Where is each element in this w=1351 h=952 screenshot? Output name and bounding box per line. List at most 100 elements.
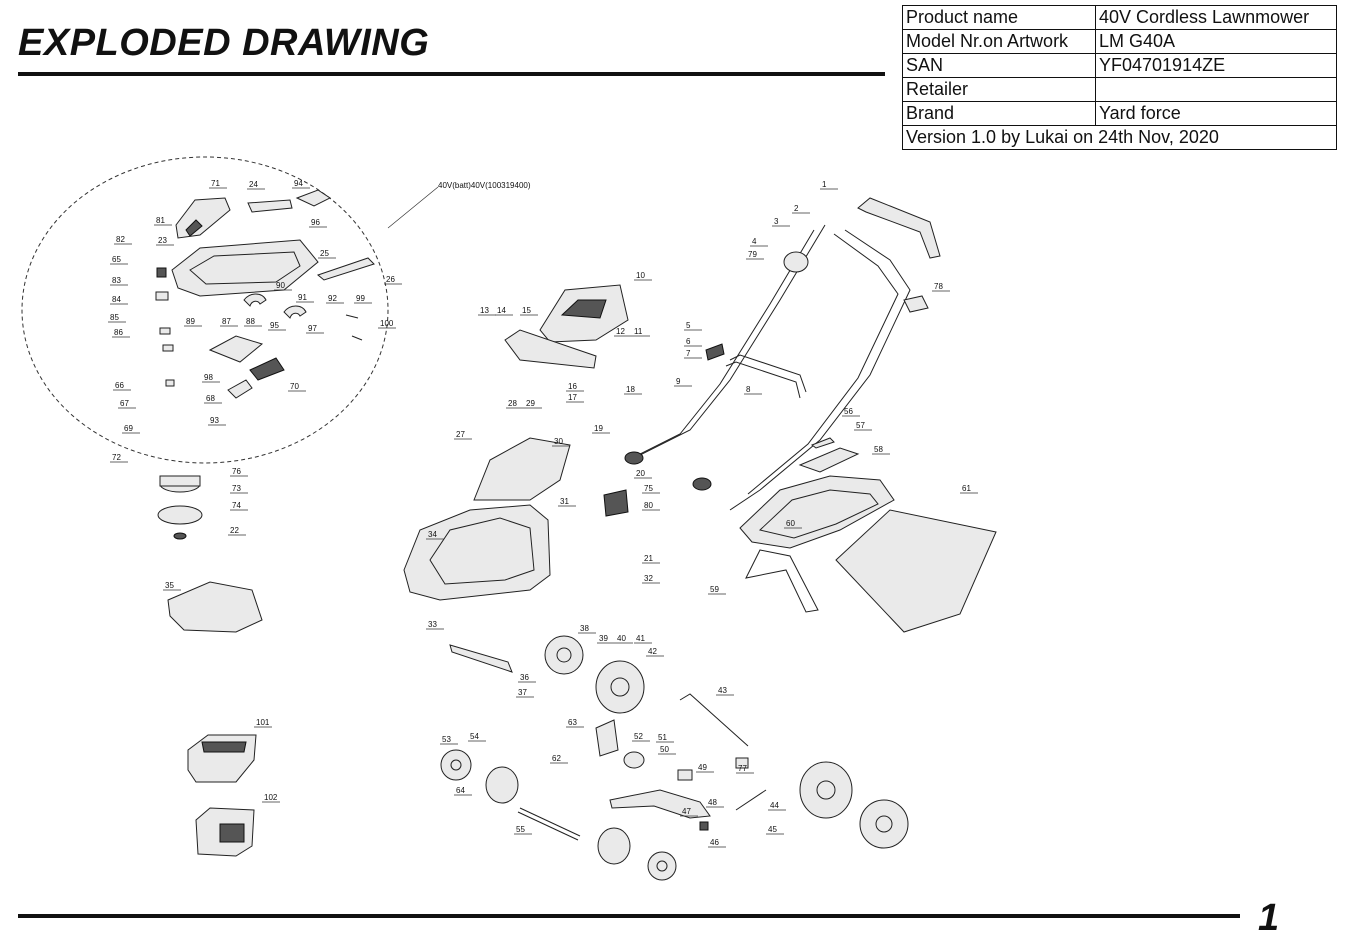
part-number-label: 34 (428, 530, 437, 539)
product-info-table: Product name 40V Cordless Lawnmower Mode… (902, 5, 1337, 150)
part-number-label: 93 (210, 416, 219, 425)
part-number-label: 46 (710, 838, 719, 847)
part-number-label: 96 (311, 218, 320, 227)
part-number-label: 48 (708, 798, 717, 807)
part-number-label: 85 (110, 313, 119, 322)
info-value: Yard force (1095, 101, 1337, 126)
part-number-label: 83 (112, 276, 121, 285)
grassbox-part (739, 437, 997, 633)
part-number-label: 19 (594, 424, 603, 433)
handle-part (624, 197, 941, 511)
info-key: Retailer (902, 77, 1096, 102)
part-number-label: 73 (232, 484, 241, 493)
part-number-label: 27 (456, 430, 465, 439)
info-key: Product name (902, 5, 1096, 30)
part-number-label: 95 (270, 321, 279, 330)
part-number-label: 11 (634, 327, 643, 336)
part-number-label: 32 (644, 574, 653, 583)
part-number-label: 101 (256, 718, 270, 727)
motor-cover-part (167, 581, 263, 633)
part-number-label: 71 (211, 179, 220, 188)
part-number-label: 20 (636, 469, 645, 478)
part-number-label: 13 (480, 306, 489, 315)
bottom-rule (18, 914, 1240, 918)
part-number-label: 2 (794, 204, 799, 213)
part-number-label: 86 (114, 328, 123, 337)
part-number-label: 80 (644, 501, 653, 510)
part-number-label: 40 (617, 634, 626, 643)
info-value: LM G40A (1095, 29, 1337, 54)
part-number-label: 14 (497, 306, 506, 315)
part-number-label: 81 (156, 216, 165, 225)
detail-circle (21, 156, 389, 464)
part-number-label: 98 (204, 373, 213, 382)
part-number-label: 12 (616, 327, 625, 336)
part-number-label: 88 (246, 317, 255, 326)
part-number-label: 100 (380, 319, 394, 328)
info-key: SAN (902, 53, 1096, 78)
part-number-label: 1 (822, 180, 827, 189)
part-number-label: 17 (568, 393, 577, 402)
part-number-label: 9 (676, 377, 681, 386)
part-number-label: 7 (686, 349, 691, 358)
detail-leader (387, 186, 439, 229)
part-number-label: 41 (636, 634, 645, 643)
part-number-label: 91 (298, 293, 307, 302)
part-number-label: 82 (116, 235, 125, 244)
part-number-label: 87 (222, 317, 231, 326)
part-number-label: 89 (186, 317, 195, 326)
info-value: YF04701914ZE (1095, 53, 1337, 78)
part-number-label: 36 (520, 673, 529, 682)
part-number-label: 21 (644, 554, 653, 563)
part-number-label: 75 (644, 484, 653, 493)
info-value (1095, 77, 1337, 102)
info-row-model: Model Nr.on Artwork LM G40A (902, 29, 1337, 54)
part-number-label: 47 (682, 807, 691, 816)
switch-cover-part (155, 189, 375, 399)
part-number-label: 33 (428, 620, 437, 629)
part-number-label: 70 (290, 382, 299, 391)
part-number-label: 99 (356, 294, 365, 303)
part-number-label: 60 (786, 519, 795, 528)
part-number-label: 51 (658, 733, 667, 742)
part-number-label: 67 (120, 399, 129, 408)
info-row-retailer: Retailer (902, 77, 1337, 102)
page-number: 1 (1258, 897, 1280, 939)
part-number-label: 18 (626, 385, 635, 394)
title-underline (18, 72, 885, 76)
part-number-label: 69 (124, 424, 133, 433)
part-number-label: 61 (962, 484, 971, 493)
part-number-label: 23 (158, 236, 167, 245)
part-number-label: 68 (206, 394, 215, 403)
part-number-label: 29 (526, 399, 535, 408)
part-number-label: 57 (856, 421, 865, 430)
part-number-label: 50 (660, 745, 669, 754)
part-number-label: 77 (738, 764, 747, 773)
deck-part (403, 489, 629, 601)
part-number-label: 44 (770, 801, 779, 810)
info-version: Version 1.0 by Lukai on 24th Nov, 2020 (902, 125, 1337, 150)
rear-flap-part (473, 437, 571, 501)
part-number-label: 42 (648, 647, 657, 656)
motor-part (157, 475, 203, 540)
part-number-label: 31 (560, 497, 569, 506)
window-part (560, 299, 607, 319)
height-adjust-parts (517, 693, 767, 841)
part-number-label: 64 (456, 786, 465, 795)
info-row-san: SAN YF04701914ZE (902, 53, 1337, 78)
part-number-label: 5 (686, 321, 691, 330)
part-number-label: 10 (636, 271, 645, 280)
page-title: EXPLODED DRAWING (18, 22, 430, 64)
wheel-parts (440, 635, 909, 881)
part-number-label: 45 (768, 825, 777, 834)
blade-part (449, 644, 513, 673)
part-number-label: 3 (774, 217, 779, 226)
part-number-label: 43 (718, 686, 727, 695)
part-number-label: 37 (518, 688, 527, 697)
part-number-label: 90 (276, 281, 285, 290)
part-number-label: 65 (112, 255, 121, 264)
part-number-label: 15 (522, 306, 531, 315)
part-number-label: 16 (568, 382, 577, 391)
